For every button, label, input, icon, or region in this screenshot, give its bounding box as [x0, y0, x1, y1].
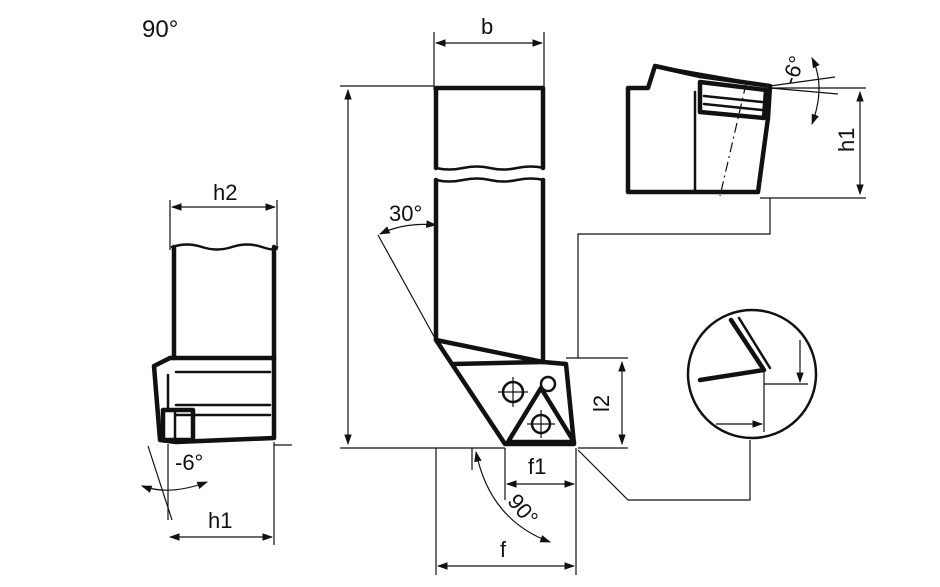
angle-title: 90°: [142, 16, 178, 43]
label-h1-right: h1: [834, 128, 859, 152]
label-f: f: [500, 537, 507, 562]
label-neg6-left: -6°: [175, 450, 203, 475]
label-h2: h2: [213, 180, 237, 205]
detail-circle: [686, 308, 818, 440]
side-view-left: h2 -6° h1: [140, 180, 292, 545]
label-90deg: 90°: [503, 489, 544, 531]
label-b: b: [481, 14, 493, 39]
label-30deg: 30°: [389, 201, 422, 226]
label-l2: l2: [589, 395, 614, 412]
label-neg6-right: -6°: [777, 53, 810, 88]
label-f1: f1: [528, 454, 546, 479]
label-h1-left: h1: [208, 508, 232, 533]
top-view-center: b 30° l2: [340, 14, 771, 575]
side-view-right: -6° h1: [625, 53, 866, 199]
